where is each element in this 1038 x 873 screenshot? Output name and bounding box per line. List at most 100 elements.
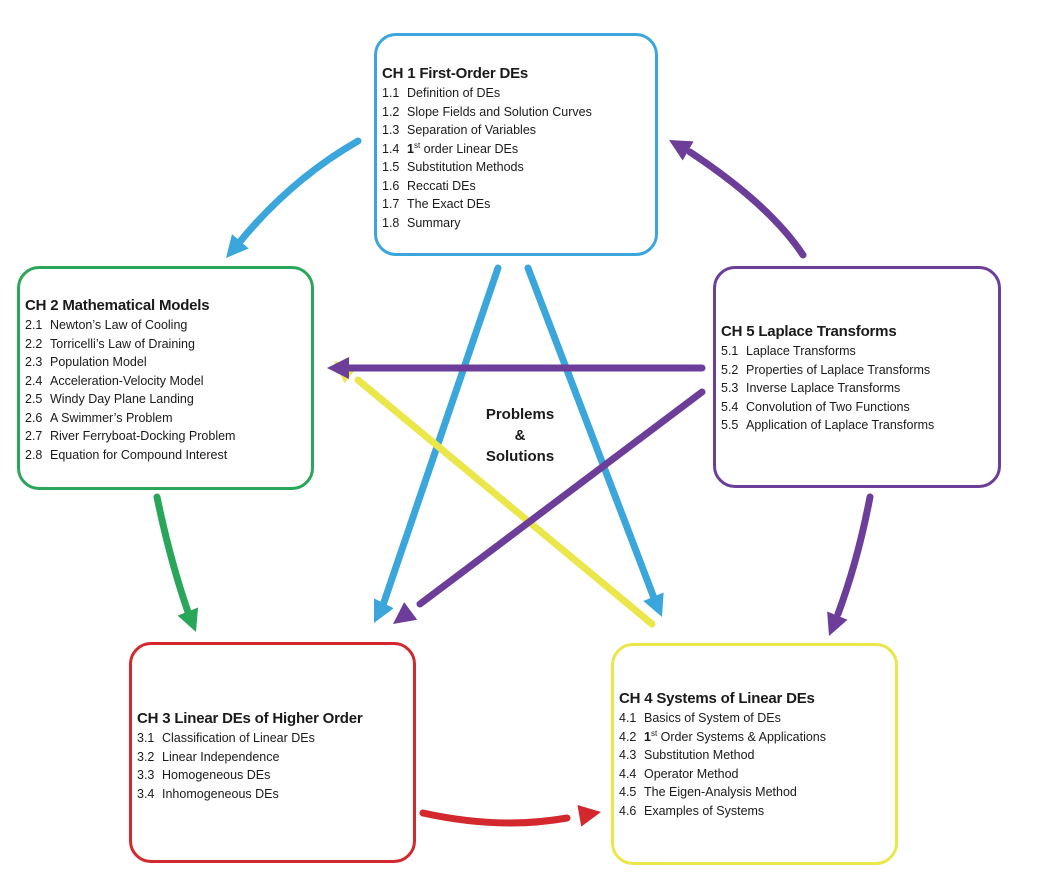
section-title: Separation of Variables <box>407 123 537 137</box>
section-number: 5.5 <box>721 418 739 432</box>
section-number: 2.7 <box>25 429 43 443</box>
chapter-title: CH 4 Systems of Linear DEs <box>619 690 815 707</box>
section-item: 2.5 Windy Day Plane Landing <box>25 390 311 409</box>
section-title: Basics of System of DEs <box>644 711 781 725</box>
section-number: 2.2 <box>25 336 43 351</box>
chapter-title: CH 1 First-Order DEs <box>382 65 529 82</box>
section-title: Classification of Linear DEs <box>162 731 315 745</box>
arrow-shaft <box>379 264 502 609</box>
arrowhead-icon <box>393 602 418 624</box>
section-title: River Ferryboat-Docking Problem <box>50 429 236 443</box>
arrowhead-icon <box>669 140 694 161</box>
section-item: 2.7 River Ferryboat-Docking Problem <box>25 427 311 446</box>
arrow-ch4-ch2 <box>334 361 656 628</box>
section-number: 2.6 <box>25 410 43 425</box>
section-number: 3.2 <box>137 749 155 764</box>
section-item: 3.2 Linear Independence <box>137 748 413 767</box>
section-number: 5.2 <box>721 362 739 377</box>
section-item: 5.3 Inverse Laplace Transforms <box>721 379 998 398</box>
section-number: 4.3 <box>619 748 637 762</box>
section-title: order Linear DEs <box>420 141 519 156</box>
section-item: 2.6 A Swimmer’s Problem <box>25 409 311 428</box>
arrowhead-icon <box>226 234 249 258</box>
section-title: Newton’s Law of Cooling <box>50 318 188 332</box>
section-title: Reccati DEs <box>407 178 476 193</box>
arrowhead-icon <box>577 804 601 827</box>
section-number: 1.7 <box>382 197 400 211</box>
arrow-shaft <box>419 809 571 827</box>
chapter-box-ch3: CH 3 Linear DEs of Higher Order 3.1 Class… <box>129 642 416 863</box>
section-ordinal: 1 <box>407 141 414 156</box>
section-item: 1.2 Slope Fields and Solution Curves <box>382 103 655 122</box>
section-number: 3.1 <box>137 731 155 745</box>
section-title: Linear Independence <box>162 749 280 764</box>
chapter-box-ch4: CH 4 Systems of Linear DEs 4.1 Basics of … <box>611 643 898 865</box>
center-label-line2: & <box>514 427 526 444</box>
section-number: 3.4 <box>137 786 155 801</box>
chapter-title: CH 5 Laplace Transforms <box>721 323 897 340</box>
section-number: 1.6 <box>382 178 400 193</box>
section-item: 5.2 Properties of Laplace Transforms <box>721 361 998 380</box>
arrow-ch1-ch2 <box>226 137 362 258</box>
section-title: Examples of Systems <box>644 803 765 818</box>
section-number: 1.8 <box>382 215 400 230</box>
section-title: Laplace Transforms <box>746 344 856 358</box>
section-title: Slope Fields and Solution Curves <box>407 104 592 119</box>
section-title: Operator Method <box>644 766 739 781</box>
section-number: 4.1 <box>619 711 637 725</box>
section-title: Homogeneous DEs <box>162 768 271 782</box>
section-title: Substitution Methods <box>407 160 524 174</box>
section-item: 3.1 Classification of Linear DEs <box>137 729 413 748</box>
arrow-shaft <box>686 148 807 259</box>
section-number: 2.5 <box>25 392 43 406</box>
section-title: Properties of Laplace Transforms <box>746 362 931 377</box>
section-title: Windy Day Plane Landing <box>50 392 194 406</box>
arrow-ch3-ch4 <box>419 804 601 827</box>
section-item: 2.8 Equation for Compound Interest <box>25 446 311 465</box>
section-number: 5.1 <box>721 344 739 358</box>
arrow-shaft <box>153 493 192 616</box>
section-ordinal-suffix: st <box>413 140 421 150</box>
section-list: 5.1 Laplace Transforms 5.2 Properties of La… <box>721 342 998 435</box>
section-title: A Swimmer’s Problem <box>50 410 173 425</box>
section-item: 5.1 Laplace Transforms <box>721 342 998 361</box>
section-title: Inhomogeneous DEs <box>162 786 279 801</box>
problems-solutions-label: Problems & Solutions <box>460 404 580 467</box>
arrowhead-icon <box>827 611 848 636</box>
section-number: 2.8 <box>25 447 43 462</box>
section-number: 2.3 <box>25 355 43 369</box>
arrow-ch2-ch3 <box>153 493 199 632</box>
arrow-ch5-ch1 <box>669 140 807 259</box>
arrow-ch1-ch4 <box>524 264 664 617</box>
section-title: Equation for Compound Interest <box>50 447 228 462</box>
section-title: Summary <box>407 215 461 230</box>
section-title: Inverse Laplace Transforms <box>746 381 901 395</box>
section-item: 1.6 Reccati DEs <box>382 177 655 196</box>
arrowhead-icon <box>177 607 199 632</box>
arrowhead-icon <box>327 357 349 379</box>
arrow-ch5-ch2 <box>327 357 706 379</box>
section-number: 1.2 <box>382 104 400 119</box>
chapter-title: CH 3 Linear DEs of Higher Order <box>137 710 363 727</box>
arrowhead-icon <box>643 592 664 617</box>
section-number: 5.3 <box>721 381 739 395</box>
section-title: Definition of DEs <box>407 86 501 100</box>
